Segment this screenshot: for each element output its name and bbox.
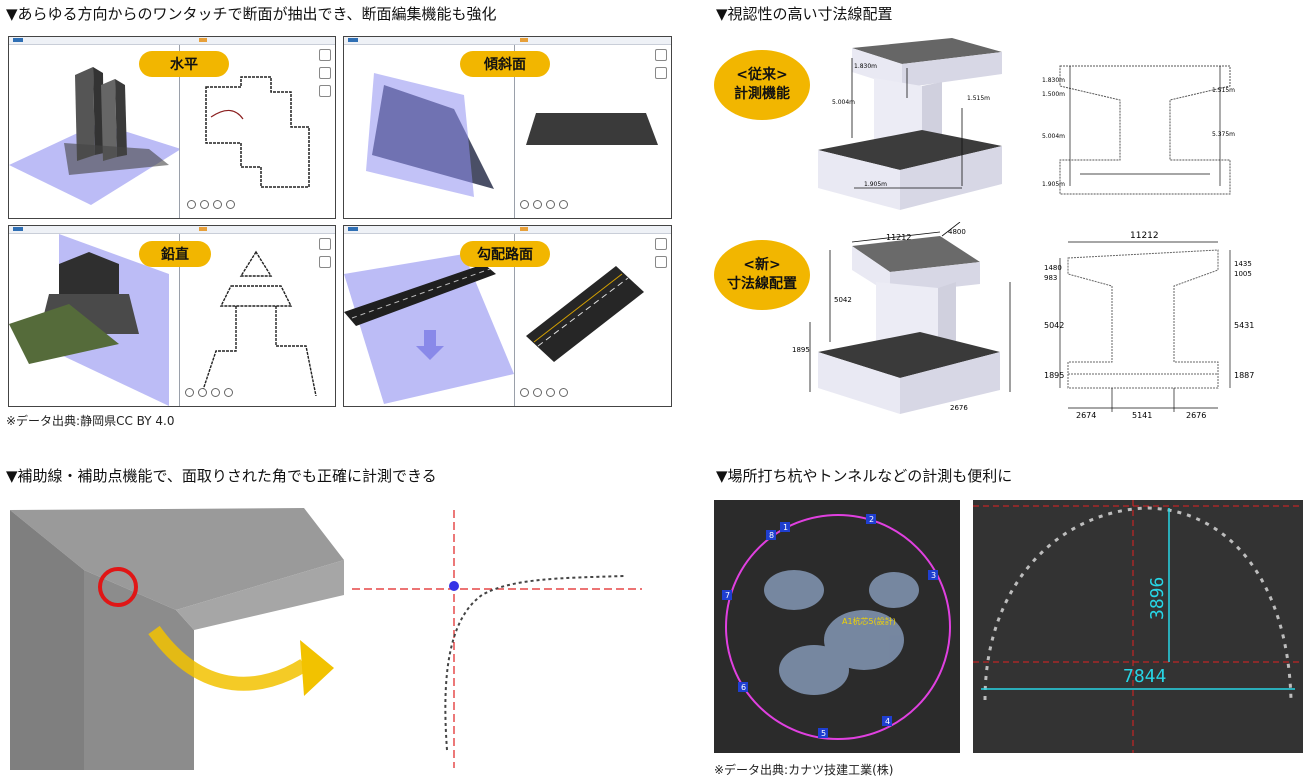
new-mid-left: 5042 xyxy=(1044,321,1064,330)
label-new-dimension: <新> 寸法線配置 xyxy=(714,240,810,310)
tool-icon[interactable] xyxy=(655,49,667,61)
section-view-horizontal xyxy=(205,76,310,188)
pencil-icon[interactable] xyxy=(655,256,667,268)
new-left-a: 1480 xyxy=(1044,264,1062,272)
app-toolbar xyxy=(344,226,671,234)
old-sec-dim-b: 1.500m xyxy=(1042,91,1065,98)
oval-new-line2: 寸法線配置 xyxy=(727,276,797,292)
pile-label: A1杭芯5(設計) xyxy=(842,616,896,626)
app-toolbar xyxy=(9,226,335,234)
iso-depth-dim: 4800 xyxy=(948,228,966,236)
tool-icon[interactable] xyxy=(655,238,667,250)
old-sec-dim-d: 5.375m xyxy=(1212,131,1235,138)
section-view-vertical xyxy=(200,250,317,396)
new-base-1: 2674 xyxy=(1076,411,1096,420)
label-inclined: 傾斜面 xyxy=(460,51,550,77)
tunnel-section-view: 7844 3896 xyxy=(973,500,1303,753)
new-base-3: 2676 xyxy=(1186,411,1206,420)
pencil-icon[interactable] xyxy=(655,67,667,79)
section-view-inclined xyxy=(526,113,658,145)
screenshot-vertical: 鉛直 xyxy=(8,225,336,407)
old-dim-e: 1.515m xyxy=(967,95,990,102)
auxiliary-point-icon xyxy=(449,581,459,591)
data-source-note-1: ※データ出典:静岡県CC BY 4.0 xyxy=(6,414,175,428)
old-dim-c: 5.004m xyxy=(832,99,855,106)
auxiliary-line-diagram xyxy=(352,510,642,768)
pencil-icon[interactable] xyxy=(319,256,331,268)
old-dim-a: 1.830m xyxy=(854,63,877,70)
new-bottom-left: 1895 xyxy=(1044,371,1064,380)
view-controls[interactable] xyxy=(520,388,568,397)
pier-3d-new: 11212 4800 5042 1895 2676 xyxy=(792,222,1011,414)
new-top-width: 11212 xyxy=(1130,231,1159,241)
old-sec-dim-c: 5.004m xyxy=(1042,133,1065,140)
3d-view-inclined xyxy=(366,73,494,197)
iso-top-dim: 11212 xyxy=(886,233,911,242)
section-title-cross-section: ▼あらゆる方向からのワンタッチで断面が抽出でき、断面編集機能も強化 xyxy=(6,5,497,23)
new-bottom-right: 1887 xyxy=(1234,371,1254,380)
section-title-dimension-lines: ▼視認性の高い寸法線配置 xyxy=(716,5,893,23)
new-right-b: 1005 xyxy=(1234,270,1252,278)
arrow-icon xyxy=(300,640,334,696)
pile-photo: A1杭芯5(設計) 1 2 3 4 5 6 7 8 xyxy=(714,500,960,753)
new-mid-right: 5431 xyxy=(1234,321,1254,330)
oval-old-line1: <従来> xyxy=(736,67,788,83)
highlight-circle xyxy=(98,567,138,607)
pile-marker-6: 6 xyxy=(741,683,746,692)
section-view-sloped-road xyxy=(526,266,644,362)
3d-view-vertical xyxy=(9,234,169,406)
pier-section-new: 11212 1480 983 1435 1005 5042 5431 1895 … xyxy=(1044,231,1254,420)
app-toolbar xyxy=(9,37,335,45)
iso-low-dim: 1895 xyxy=(792,346,810,354)
app-toolbar xyxy=(344,37,671,45)
tunnel-height: 3896 xyxy=(1147,577,1168,620)
tunnel-width: 7844 xyxy=(1123,666,1166,687)
data-source-note-2: ※データ出典:カナツ技建工業(株) xyxy=(714,763,894,777)
new-right-a: 1435 xyxy=(1234,260,1252,268)
old-dim-f: 1.905m xyxy=(864,181,887,188)
label-horizontal: 水平 xyxy=(139,51,229,77)
iso-base-dim: 2676 xyxy=(950,404,968,412)
view-controls[interactable] xyxy=(520,200,568,209)
tool-icon[interactable] xyxy=(319,49,331,61)
pile-marker-3: 3 xyxy=(931,571,936,580)
pile-marker-1: 1 xyxy=(783,523,788,532)
new-left-b: 983 xyxy=(1044,274,1057,282)
label-old-measurement: <従来> 計測機能 xyxy=(714,50,810,120)
iso-mid-dim: 5042 xyxy=(834,296,852,304)
pencil-icon[interactable] xyxy=(319,67,331,79)
eraser-icon[interactable] xyxy=(319,85,331,97)
old-sec-dim-a: 1.830m xyxy=(1042,77,1065,84)
pile-marker-7: 7 xyxy=(725,591,730,600)
section-title-pile-tunnel: ▼場所打ち杭やトンネルなどの計測も便利に xyxy=(716,467,1013,485)
chamfered-corner-photo xyxy=(10,508,344,770)
pile-marker-2: 2 xyxy=(869,515,874,524)
screenshot-inclined: 傾斜面 xyxy=(343,36,672,219)
screenshot-horizontal: 水平 xyxy=(8,36,336,219)
old-sec-dim-e: 1.515m xyxy=(1212,87,1235,94)
pier-section-old: 1.830m 1.500m 5.004m 5.375m 1.515m 1.905… xyxy=(1042,65,1235,195)
pile-marker-4: 4 xyxy=(885,717,890,726)
tool-icon[interactable] xyxy=(319,238,331,250)
label-vertical: 鉛直 xyxy=(139,241,211,267)
pile-marker-5: 5 xyxy=(821,729,826,738)
pier-3d-old: 5.004m 1.830m 1.515m 1.905m xyxy=(818,38,1002,210)
3d-view-horizontal xyxy=(9,67,179,205)
section-title-auxiliary-lines: ▼補助線・補助点機能で、面取りされた角でも正確に計測できる xyxy=(6,467,437,485)
oval-new-line1: <新> xyxy=(743,257,781,273)
old-sec-dim-f: 1.905m xyxy=(1042,181,1065,188)
oval-old-line2: 計測機能 xyxy=(734,86,790,102)
view-controls[interactable] xyxy=(187,200,235,209)
label-sloped-road: 勾配路面 xyxy=(460,241,550,267)
3d-view-sloped-road xyxy=(344,254,514,404)
screenshot-sloped-road: 勾配路面 xyxy=(343,225,672,407)
pile-marker-8: 8 xyxy=(769,531,774,540)
view-controls[interactable] xyxy=(185,388,233,397)
new-base-2: 5141 xyxy=(1132,411,1152,420)
